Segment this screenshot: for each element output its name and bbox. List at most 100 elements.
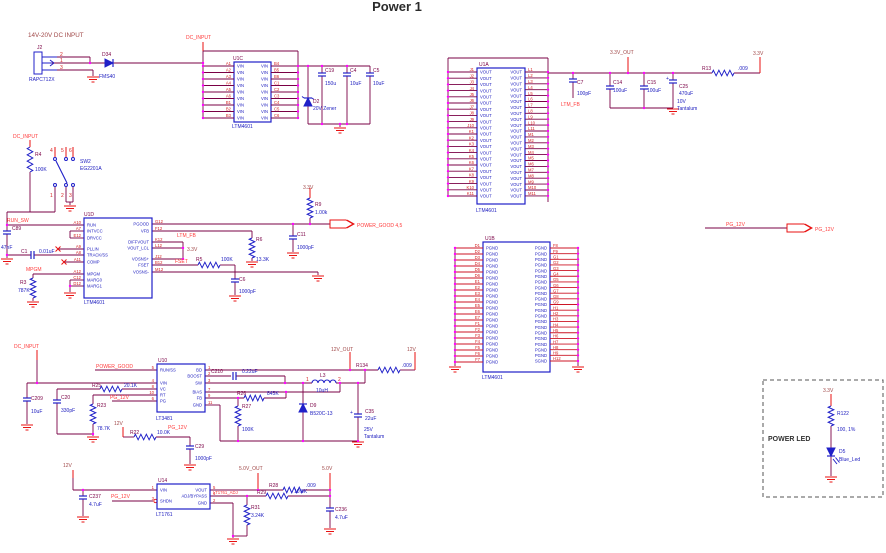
pin-name: MPGM (87, 272, 101, 277)
value-label: 100uF (613, 88, 627, 94)
pin-name: PGND (535, 325, 547, 330)
pin-name: VOUT (510, 87, 522, 92)
pin-name: RT (160, 393, 166, 398)
junction-dot (453, 348, 457, 352)
junction-dot (446, 114, 450, 117)
pin-name: PGOOD (133, 222, 149, 227)
value-label: R122 (837, 411, 849, 417)
pin-number: M9 (528, 179, 534, 184)
junction-dot (320, 64, 324, 68)
junction-dot (328, 488, 332, 492)
pin-name: PGND (486, 354, 498, 359)
pin-name: VOUT (510, 188, 522, 193)
pin-name: VOUT (480, 101, 492, 106)
pin-number: 10 (149, 390, 154, 395)
ref-label: J2 (37, 45, 43, 51)
pin-number: G9 (553, 300, 559, 305)
junction-dot (576, 292, 580, 295)
pin-number: F3 (475, 333, 481, 338)
pin-number: K3 (469, 142, 475, 147)
junction-dot (453, 288, 457, 292)
pin-number: L2 (528, 73, 533, 78)
junction-dot (546, 141, 550, 144)
pin-name: VOUT (510, 82, 522, 87)
pin-name: PGND (486, 258, 498, 263)
value-label: + (666, 76, 669, 82)
pin-number: K12 (155, 237, 163, 242)
junction-dot (296, 97, 300, 100)
net-label: DC_INPUT (14, 344, 39, 350)
pin-number: H2 (553, 311, 559, 316)
pin-number: L12 (155, 243, 163, 248)
pin-name: PGND (486, 264, 498, 269)
pin-number: K1 (469, 129, 475, 134)
pin-number: K9 (469, 179, 475, 184)
ref-label: R134 (356, 363, 368, 369)
pin-name: PGND (535, 274, 547, 279)
pin-number: K2 (469, 135, 475, 140)
junction-dot (201, 97, 205, 100)
junction-dot (576, 337, 580, 340)
pin-name: PGND (486, 282, 498, 287)
pin-name: VOUT (510, 135, 522, 140)
pin-name: PGND (535, 263, 547, 268)
pin-number: B6 (274, 74, 280, 79)
junction-dot (296, 71, 300, 74)
pin-name: VIN (160, 381, 167, 386)
pin-number: M12 (155, 267, 164, 272)
pin-name: VOUT (480, 138, 492, 143)
pin-name: SW (195, 381, 202, 386)
pin-number: E6 (475, 309, 481, 314)
ref-label: C7 (577, 80, 584, 86)
net-label: LTM_FB (561, 102, 580, 108)
resistor-icon (197, 261, 221, 269)
junction-dot (301, 381, 305, 385)
pin-name: VIN (261, 96, 268, 101)
junction-dot (296, 110, 300, 113)
ref-label: R13 (702, 66, 711, 72)
junction-dot (576, 331, 580, 334)
value-label: 1.00k (315, 210, 328, 216)
net-label: PG_12V (815, 227, 835, 233)
no-connect-icon (61, 259, 67, 265)
junction-dot (576, 269, 580, 272)
pin-number: B2 (226, 107, 232, 112)
junction-dot (68, 284, 72, 288)
pin-number: J7 (470, 104, 475, 109)
pin-name: VOUT (480, 82, 492, 87)
junction-dot (546, 129, 550, 133)
junction-dot (363, 368, 367, 372)
junction-dot (576, 325, 580, 329)
pin-name: PGND (535, 342, 547, 347)
pin-number: A9 (76, 244, 82, 249)
junction-dot (546, 123, 550, 127)
pin-name: VOUT (510, 176, 522, 181)
pin-number: B12 (155, 260, 163, 265)
pin-number: B1 (226, 100, 232, 105)
pin-name: VIN (261, 103, 268, 108)
pin-number: K6 (469, 160, 475, 165)
pin-name: VOUT (480, 126, 492, 131)
junction-dot (576, 342, 580, 346)
pin-name: VOUT (480, 175, 492, 180)
pin-name: PGND (535, 330, 547, 335)
ref-label: C5 (373, 68, 380, 74)
net-flag-icon (329, 219, 356, 229)
value-label: 100uF (647, 88, 661, 94)
pin-name: VOUT (480, 163, 492, 168)
switch-icon (71, 183, 75, 187)
ref-label: C89 (12, 226, 21, 232)
value-label: Tantalum (677, 106, 697, 112)
resistor-icon (826, 405, 836, 427)
pin-number: L6 (528, 97, 533, 102)
pin-number: H7 (553, 339, 559, 344)
value-label: 25V (364, 427, 374, 433)
junction-dot (453, 360, 457, 364)
net-label: PG_12V (110, 395, 130, 401)
pin-number: G7 (553, 288, 559, 293)
switch-icon (64, 157, 68, 161)
junction-dot (446, 120, 450, 123)
junction-dot (5, 223, 9, 227)
pin-number: J1 (470, 67, 475, 72)
pin-number: C1 (274, 81, 280, 86)
